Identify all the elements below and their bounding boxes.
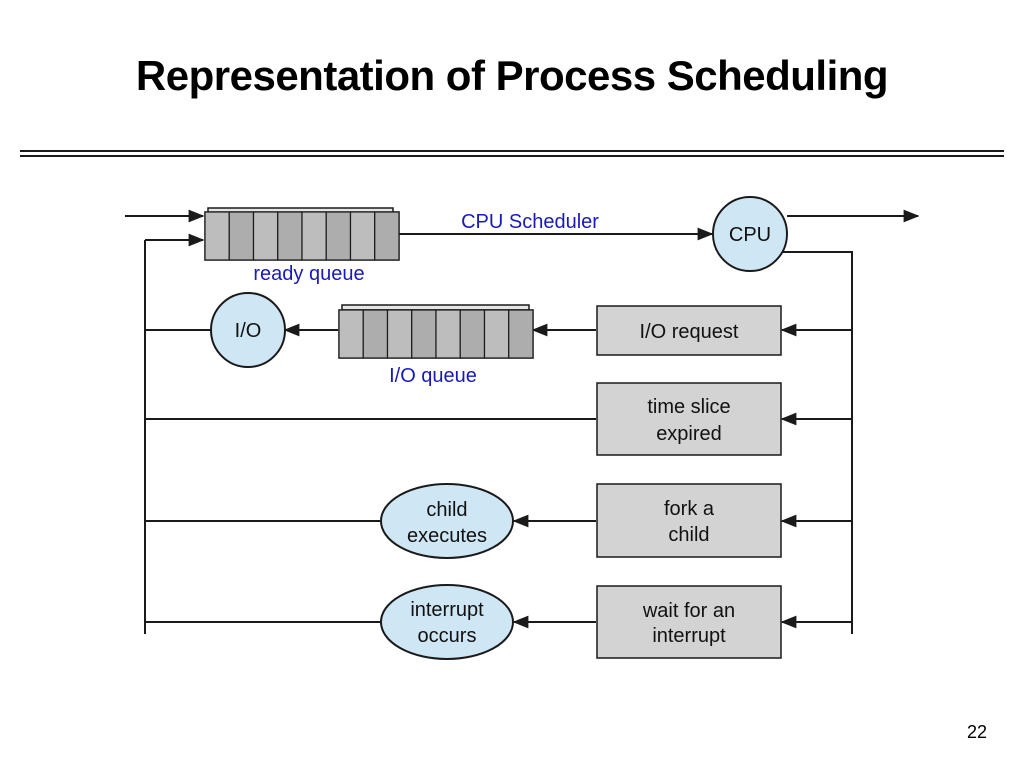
cpu-scheduler-label: CPU Scheduler bbox=[461, 211, 599, 233]
time-slice-label-line1: time slice bbox=[647, 396, 730, 418]
cpu-right-path bbox=[777, 251, 853, 634]
cpu-node bbox=[712, 196, 788, 272]
ready-queue bbox=[204, 207, 400, 261]
time-slice-label-line2: expired bbox=[656, 423, 722, 445]
title-divider-top bbox=[20, 150, 1004, 152]
wait-box bbox=[596, 585, 782, 659]
ready-queue-slot bbox=[204, 211, 230, 261]
io-queue-slot bbox=[411, 309, 437, 359]
ready-queue-slot bbox=[228, 211, 255, 261]
child-label-line2: executes bbox=[407, 525, 487, 547]
io-queue-slot bbox=[459, 309, 486, 359]
ready-queue-slot bbox=[374, 211, 400, 261]
io-queue-slot bbox=[483, 309, 510, 359]
time-slice-box bbox=[596, 382, 782, 456]
io-request-label: I/O request bbox=[640, 321, 739, 343]
io-queue-slot bbox=[338, 309, 364, 359]
interrupt-return bbox=[144, 621, 380, 634]
io-queue-slot bbox=[508, 309, 534, 359]
cpu-label: CPU bbox=[729, 224, 771, 246]
ready-queue-label: ready queue bbox=[253, 263, 364, 285]
fork-label-line1: fork a bbox=[664, 498, 715, 520]
io-queue-slot bbox=[435, 309, 461, 359]
io-queue bbox=[338, 304, 534, 359]
fork-label-line2: child bbox=[668, 524, 709, 546]
io-queue-slot bbox=[362, 309, 389, 359]
ready-queue-slot bbox=[325, 211, 352, 261]
io-queue-slot bbox=[386, 309, 413, 359]
title-divider-bottom bbox=[20, 155, 1004, 157]
wait-label-line2: interrupt bbox=[652, 625, 726, 647]
io-node bbox=[210, 292, 286, 368]
interrupt-label-line2: occurs bbox=[418, 625, 477, 647]
child-executes-node bbox=[380, 483, 514, 559]
interrupt-label-line1: interrupt bbox=[410, 599, 484, 621]
ready-queue-slot bbox=[301, 211, 327, 261]
interrupt-occurs-node bbox=[380, 584, 514, 660]
io-request-box bbox=[596, 305, 782, 356]
ready-queue-slot bbox=[277, 211, 303, 261]
wait-label-line1: wait for an bbox=[642, 600, 735, 622]
child-label-line1: child bbox=[426, 499, 467, 521]
fork-box bbox=[596, 483, 782, 558]
ready-queue-slot bbox=[252, 211, 279, 261]
io-queue-label: I/O queue bbox=[389, 365, 477, 387]
io-label: I/O bbox=[235, 320, 262, 342]
ready-queue-slot bbox=[349, 211, 376, 261]
slide-title: Representation of Process Scheduling bbox=[135, 52, 889, 99]
slide-number: 22 bbox=[966, 722, 987, 742]
